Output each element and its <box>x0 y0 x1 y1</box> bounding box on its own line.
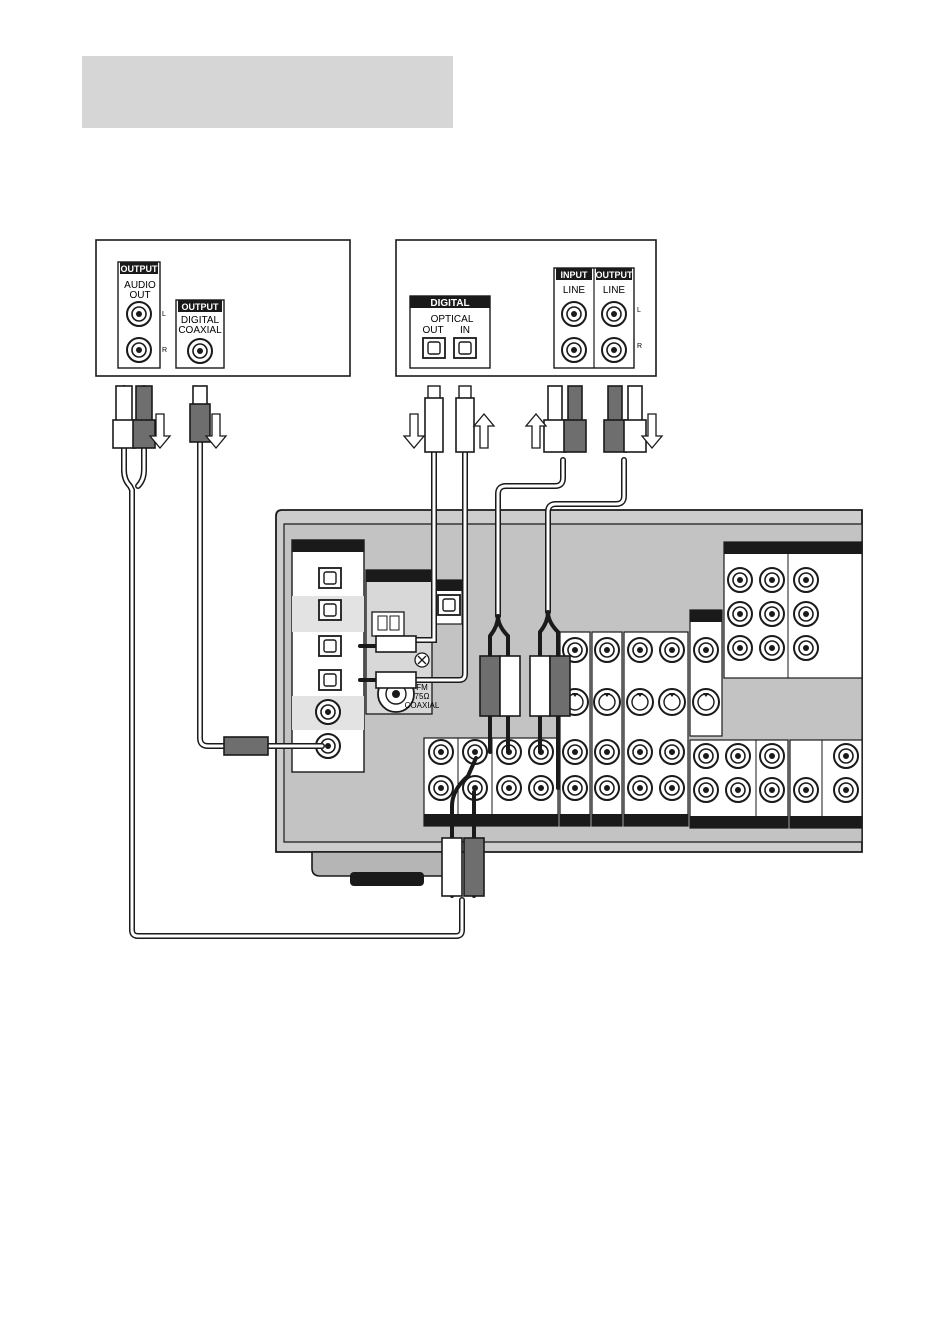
md-line-out-label: LINE <box>603 285 626 296</box>
cd-l-mark: L <box>162 311 166 318</box>
rx-jack <box>726 778 750 802</box>
cd-audio-out-r-jack <box>127 338 151 362</box>
rx-optical-jack-1 <box>319 568 341 588</box>
fm-ohm-label: 75Ω <box>415 692 430 701</box>
cd-audio-out-l-jack <box>127 302 151 326</box>
rx-jack <box>497 776 521 800</box>
rx-jack <box>563 740 587 764</box>
md-output-header: OUTPUT <box>596 270 634 280</box>
rx-jack <box>628 638 652 662</box>
rx-jack <box>429 776 453 800</box>
md-r-mark: R <box>637 343 642 350</box>
rx-jack <box>529 776 553 800</box>
md-in-label: IN <box>460 325 470 336</box>
fm-label: FM <box>416 683 428 692</box>
rx-jack <box>595 740 619 764</box>
md-optical-out-jack <box>423 338 445 358</box>
rx-jack <box>760 602 784 626</box>
rx-jack <box>794 602 818 626</box>
md-input-header: INPUT <box>561 270 589 280</box>
rx-jack <box>760 744 784 768</box>
cd-audio-output-header: OUTPUT <box>121 264 159 274</box>
rx-jack <box>728 568 752 592</box>
rx-coaxial-jack-1 <box>316 700 340 724</box>
rx-optical-jack-2 <box>319 600 341 620</box>
rx-s-video-jack <box>627 689 653 715</box>
md-line-out-l-jack <box>602 302 626 326</box>
rx-optical-jack-5 <box>438 595 460 615</box>
cd-audio-label-2: OUT <box>129 290 150 301</box>
rx-jack <box>429 740 453 764</box>
rx-jack <box>595 776 619 800</box>
fm-coaxial-label: COAXIAL <box>405 701 440 710</box>
rx-jack <box>660 638 684 662</box>
md-line-in-label: LINE <box>563 285 586 296</box>
rx-jack <box>760 636 784 660</box>
rx-jack <box>660 740 684 764</box>
rx-jack <box>660 776 684 800</box>
rx-jack <box>694 778 718 802</box>
rx-optical-jack-3 <box>319 636 341 656</box>
rx-jack <box>834 778 858 802</box>
rx-jack <box>628 740 652 764</box>
rx-jack <box>834 744 858 768</box>
rx-jack <box>694 744 718 768</box>
rx-jack <box>628 776 652 800</box>
rx-jack <box>563 776 587 800</box>
rx-jack <box>694 638 718 662</box>
rx-s-video-jack <box>659 689 685 715</box>
rx-jack <box>726 744 750 768</box>
rx-s-video-jack <box>594 689 620 715</box>
rx-jack <box>794 778 818 802</box>
rx-jack <box>794 568 818 592</box>
cd-digital-output-header: OUTPUT <box>182 302 220 312</box>
cd-coaxial-jack <box>188 339 212 363</box>
md-line-in-l-jack <box>562 302 586 326</box>
cd-digital-label-2: COAXIAL <box>178 325 222 336</box>
rx-jack <box>794 636 818 660</box>
md-line-in-r-jack <box>562 338 586 362</box>
rx-optical-jack-4 <box>319 670 341 690</box>
md-optical-label: OPTICAL <box>431 314 474 325</box>
md-l-mark: L <box>637 307 641 314</box>
md-line-out-r-jack <box>602 338 626 362</box>
md-out-label: OUT <box>422 325 443 336</box>
md-optical-in-jack <box>454 338 476 358</box>
rx-jack <box>728 602 752 626</box>
rx-s-video-jack <box>693 689 719 715</box>
rx-jack <box>760 568 784 592</box>
rx-jack <box>595 638 619 662</box>
cd-r-mark: R <box>162 347 167 354</box>
rx-jack <box>760 778 784 802</box>
rx-jack <box>728 636 752 660</box>
md-digital-header: DIGITAL <box>430 298 469 309</box>
